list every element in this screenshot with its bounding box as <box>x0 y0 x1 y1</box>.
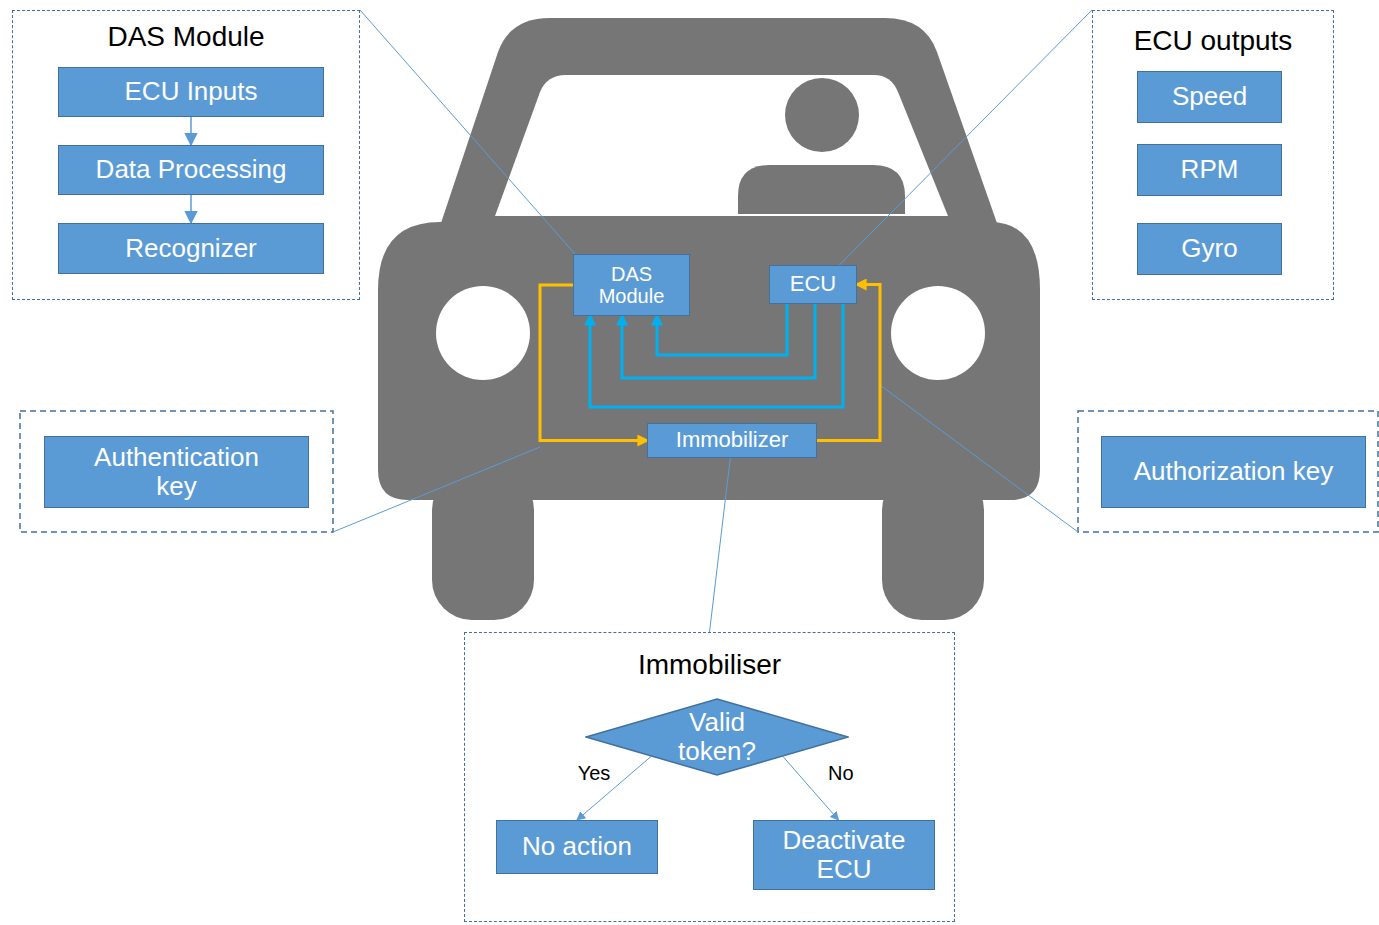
car-body <box>378 222 1040 500</box>
panel-heading: Immobiliser <box>465 649 954 681</box>
module-box: DAS Module <box>573 254 690 316</box>
key-box: Authorization key <box>1101 436 1366 508</box>
process-box: Deactivate ECU <box>753 820 935 890</box>
connector-arrow <box>590 304 843 407</box>
car-roof <box>440 18 998 226</box>
box-label: No action <box>522 832 632 861</box>
leader-line <box>880 385 1078 532</box>
box-label: ECU Inputs <box>125 77 258 106</box>
box-label: ECU <box>790 272 836 297</box>
callout-frame <box>1078 411 1378 532</box>
leader-line <box>333 447 540 532</box>
box-label: Recognizer <box>125 234 257 263</box>
process-box: No action <box>496 820 658 874</box>
box-label: Authentication key <box>75 443 278 501</box>
process-box: ECU Inputs <box>58 67 324 117</box>
module-panel: DAS ModuleECU InputsData ProcessingRecog… <box>12 10 360 300</box>
driver-body <box>738 165 905 214</box>
car-wheel <box>882 470 984 620</box>
edge-label: No <box>826 762 856 784</box>
leader-line <box>839 10 1092 265</box>
panel-heading: ECU outputs <box>1093 25 1333 57</box>
box-label: RPM <box>1181 155 1239 184</box>
key-box: Authentication key <box>44 436 309 508</box>
output-box: Gyro <box>1137 223 1282 275</box>
driver-head <box>785 78 859 152</box>
windshield <box>495 75 948 216</box>
panel-heading: DAS Module <box>13 21 359 53</box>
connector-arrow <box>190 117 192 145</box>
box-label: Gyro <box>1181 234 1237 263</box>
module-box: ECU <box>769 265 857 304</box>
decision-diamond: Valid token? <box>585 698 849 776</box>
diamond-outline <box>586 699 848 775</box>
edge-label: Yes <box>576 762 613 784</box>
leader-line <box>710 458 731 632</box>
callout-frame <box>20 411 333 532</box>
box-label: DAS Module <box>584 263 679 308</box>
flow-panel: ImmobiliserValid token? No action Deactiva… <box>464 632 955 922</box>
module-box: Immobilizer <box>647 423 817 458</box>
box-label: Deactivate ECU <box>760 826 928 884</box>
box-label: Data Processing <box>96 155 287 184</box>
box-label: Authorization key <box>1134 457 1333 486</box>
box-label: Immobilizer <box>676 428 788 453</box>
leader-line <box>360 10 575 254</box>
headlight <box>436 286 530 380</box>
process-box: Data Processing <box>58 145 324 195</box>
connector-arrow <box>190 195 192 223</box>
output-box: Speed <box>1137 71 1282 123</box>
process-box: Recognizer <box>58 223 324 274</box>
connector-arrow <box>817 285 880 441</box>
box-label: Speed <box>1172 82 1247 111</box>
output-panel: ECU outputsSpeedRPM Gyro <box>1092 10 1334 300</box>
box-label: Valid token? <box>660 708 775 766</box>
car-wheel <box>432 470 534 620</box>
headlight <box>891 286 985 380</box>
output-box: RPM <box>1137 144 1282 196</box>
